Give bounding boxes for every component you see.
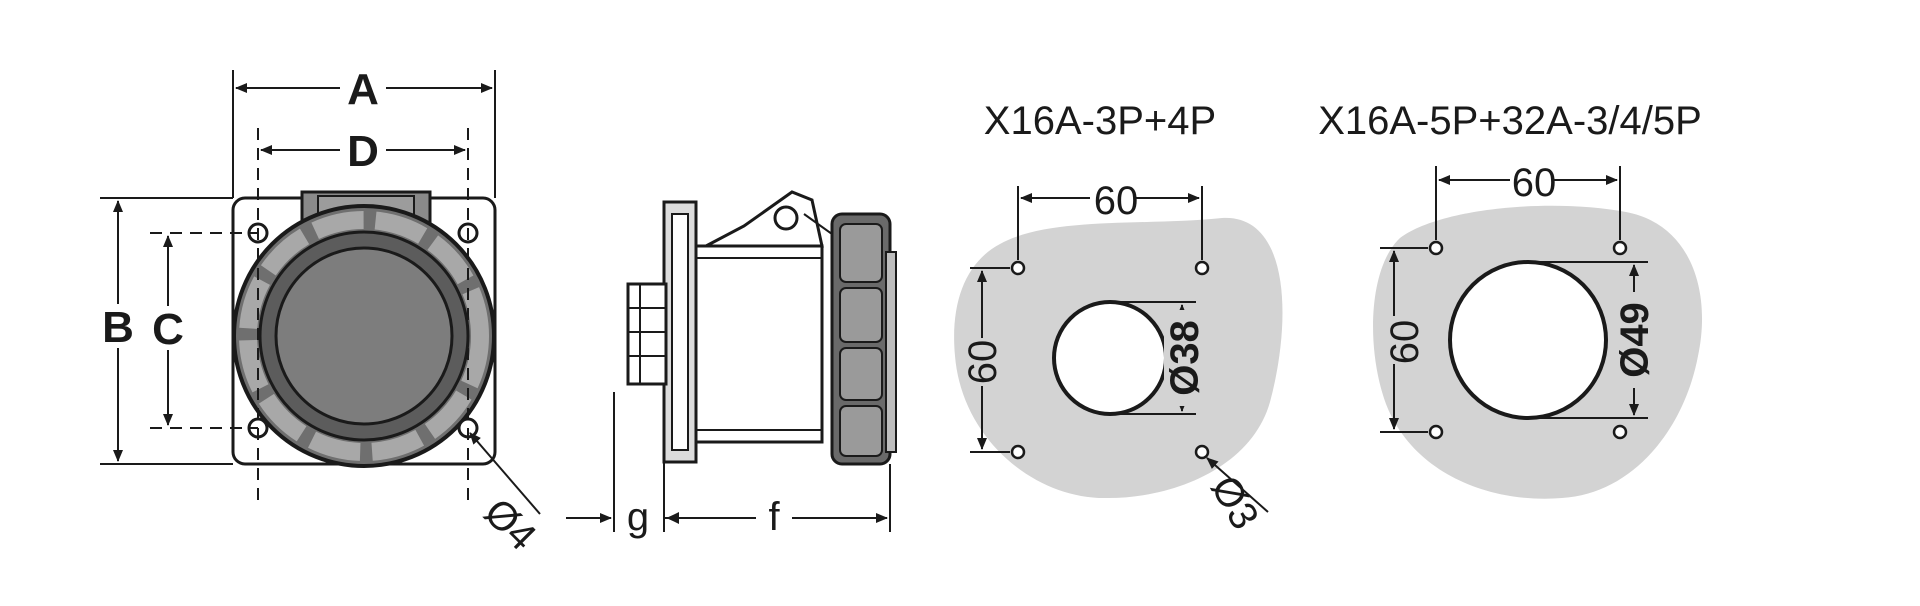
side-terminal-block [626,282,668,386]
cutout-2: X16A-5P+32A-3/4/5P 60 60 Ø49 [1318,99,1703,499]
cutout-1-center-hole [1052,300,1168,416]
cutout-2-title: X16A-5P+32A-3/4/5P [1318,99,1702,143]
cutout-1-pin-leader [1206,457,1269,513]
front-view: A D B C Ø4 [96,65,544,559]
cutout-1-pin-bl [1010,444,1026,460]
cutout-1-pin-diameter: Ø3 [1202,469,1267,537]
side-view: g f [566,190,897,540]
cutout-1-pin-tr [1194,260,1210,276]
cutout-2-spacing-v: 60 [1383,320,1427,365]
label-c: C [152,305,184,354]
cutout-1-spacing-v: 60 [961,340,1005,385]
front-inner-face [274,246,454,426]
label-b: B [102,303,134,352]
cutout-1-pin-br [1194,444,1210,460]
cutout-2-pin-bl [1428,424,1444,440]
cutout-1-pin-tl [1010,260,1026,276]
cutout-2-spacing-h: 60 [1512,161,1557,205]
side-body [694,244,824,444]
cutout-1-hole-diameter: Ø38 [1163,320,1207,396]
cutout-2-pin-tr [1612,240,1628,256]
cutout-2-pin-br [1612,424,1628,440]
side-hinge-lid [705,190,824,248]
hole-leader [469,432,541,515]
label-f: f [768,495,780,539]
cutout-1-title: X16A-3P+4P [984,99,1216,143]
label-g: g [627,495,649,539]
cutout-2-pin-tl [1428,240,1444,256]
label-a: A [347,65,379,114]
cutout-2-center-hole [1448,260,1608,420]
label-hole-diameter: Ø4 [476,490,545,559]
label-d: D [347,127,379,176]
cutout-2-hole-diameter: Ø49 [1613,302,1657,378]
cutout-1-spacing-h: 60 [1094,179,1139,223]
cutout-1: X16A-3P+4P 60 60 Ø38 Ø3 [954,99,1283,537]
